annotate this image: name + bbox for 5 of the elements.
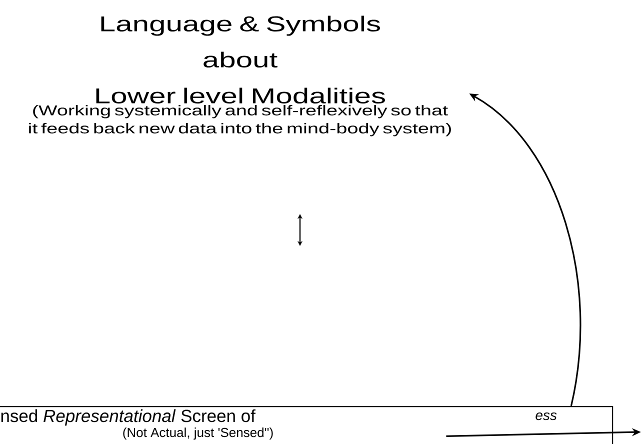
heading: about bbox=[204, 52, 278, 68]
note: (Working systemically and self-reflexively so that it feeds back new data into the mind-body system) bbox=[29, 105, 451, 136]
screen-box: nsed Representational Screen of ess (Not Actual, just 'Sensed'') bbox=[0, 406, 614, 444]
heading: Lower level Modalities bbox=[96, 88, 385, 104]
heading: Language & Symbols bbox=[101, 16, 380, 36]
